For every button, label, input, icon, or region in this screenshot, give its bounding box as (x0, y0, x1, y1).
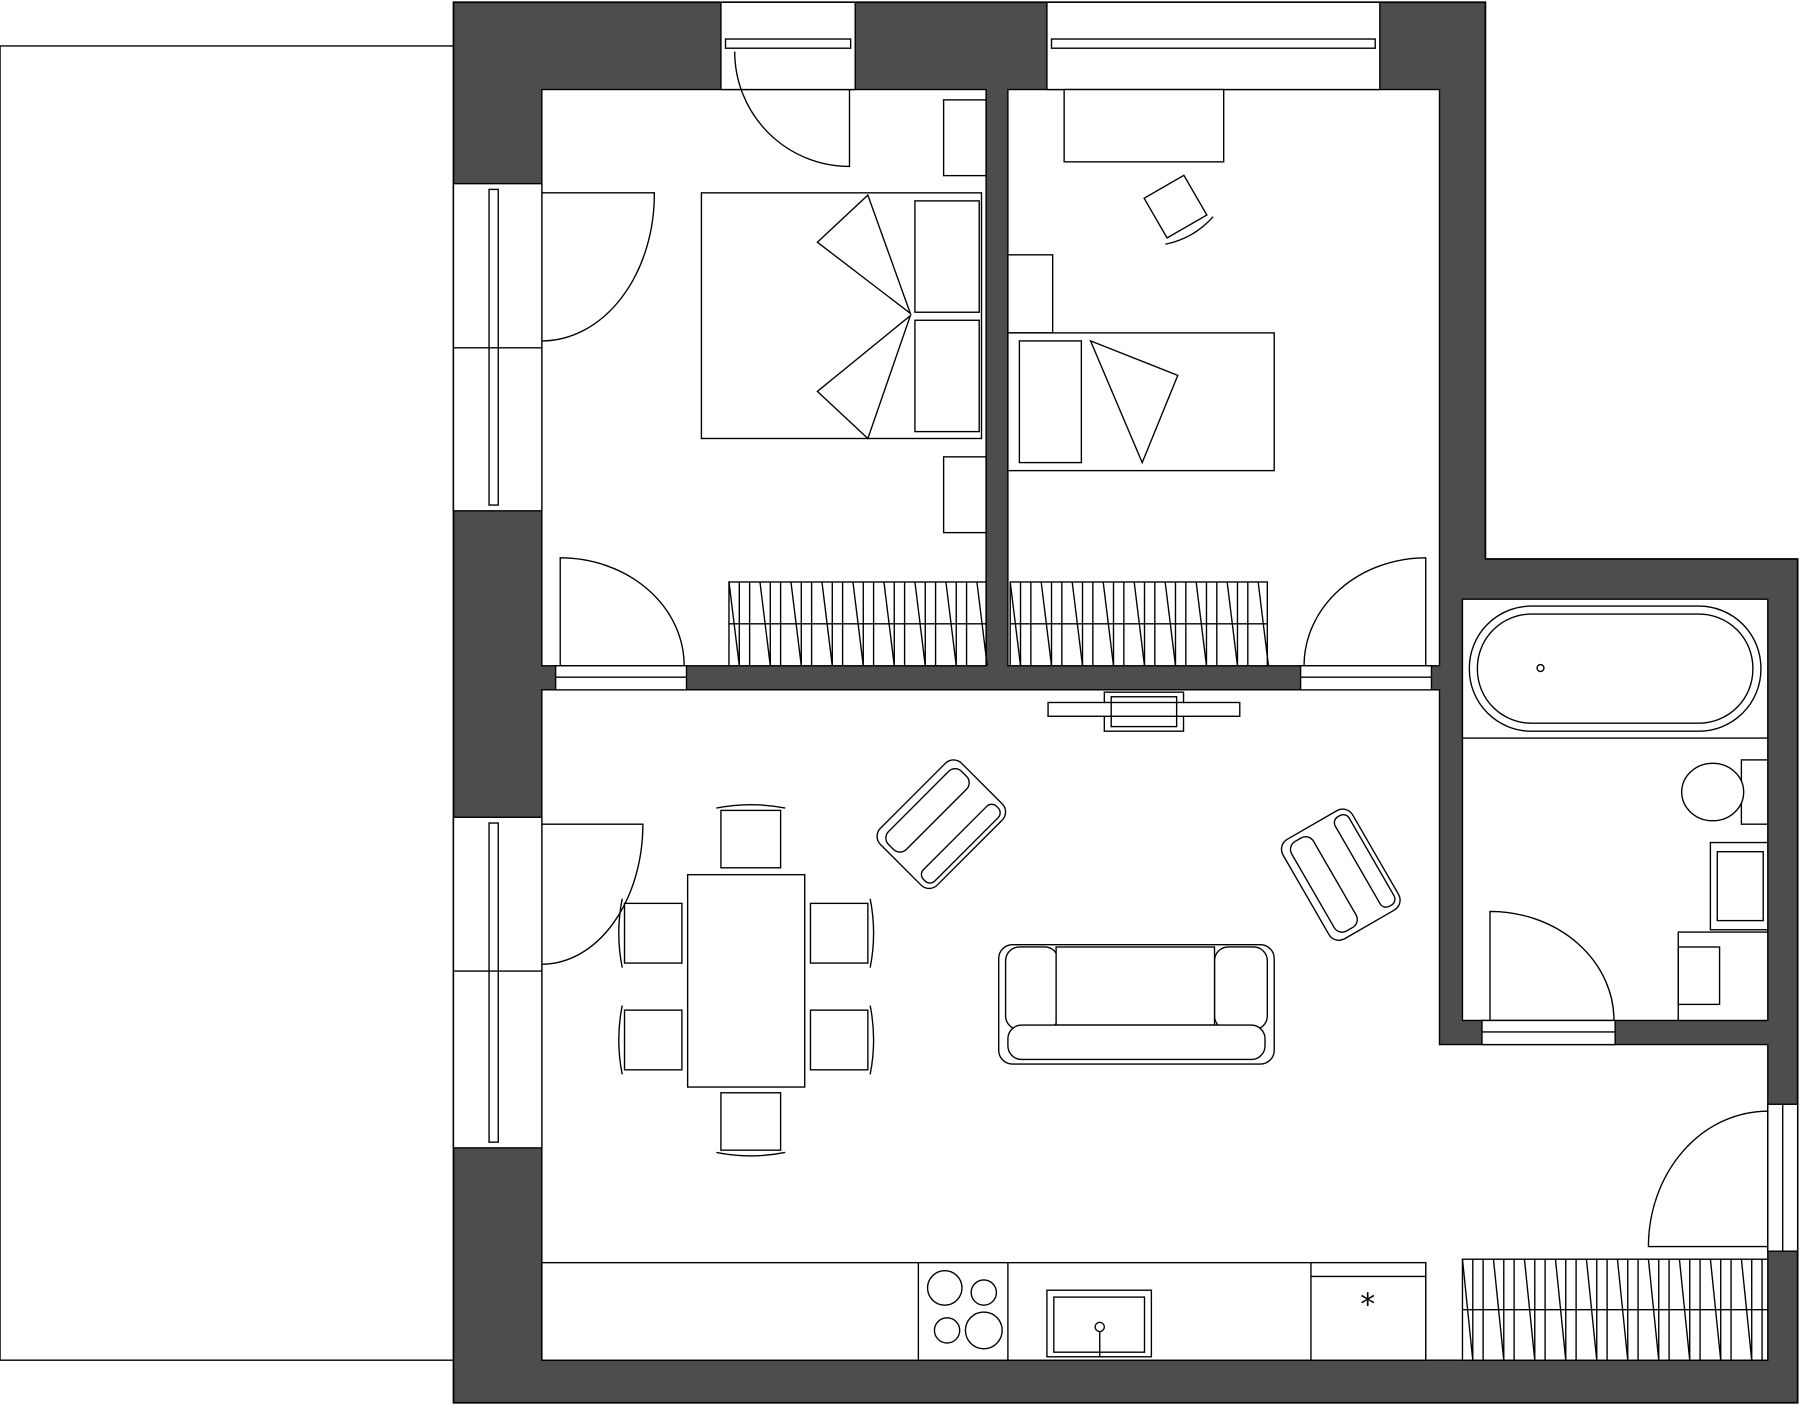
chair-icon (618, 898, 683, 968)
armchair-icon (876, 759, 1007, 890)
chair-icon (716, 804, 786, 869)
toilet-icon (1681, 759, 1769, 825)
stove-icon (917, 1261, 1009, 1361)
side-table (1007, 254, 1054, 334)
chair-icon (1143, 174, 1214, 245)
door-icon[interactable] (541, 51, 1769, 1248)
washbasin-icon (1709, 841, 1769, 931)
double-bed-icon (700, 192, 983, 440)
nightstand (942, 99, 987, 177)
bookshelf-icon (1461, 1258, 1769, 1361)
chair-icon (809, 898, 875, 968)
tv-icon (1047, 691, 1241, 732)
fridge-icon: * (1310, 1261, 1427, 1361)
kitchen-sink-icon (1046, 1289, 1153, 1358)
desk-icon (1063, 88, 1225, 163)
washing-machine-icon (1677, 931, 1769, 1022)
chair-icon (716, 1092, 786, 1157)
bookshelf-icon (1009, 581, 1270, 667)
window-icon (452, 1, 1799, 1252)
nightstand (942, 456, 987, 534)
single-bed-icon (1007, 332, 1275, 472)
fridge-mark: * (1360, 1287, 1375, 1322)
balcony-outline (0, 45, 454, 1361)
armchair-icon (1280, 808, 1401, 941)
bathtub-icon (1461, 598, 1769, 739)
dining-table-icon (686, 873, 806, 1088)
chair-icon (809, 1005, 875, 1075)
bookshelf-icon (728, 581, 988, 667)
sofa-icon (998, 944, 1275, 1065)
chair-icon (618, 1005, 683, 1075)
